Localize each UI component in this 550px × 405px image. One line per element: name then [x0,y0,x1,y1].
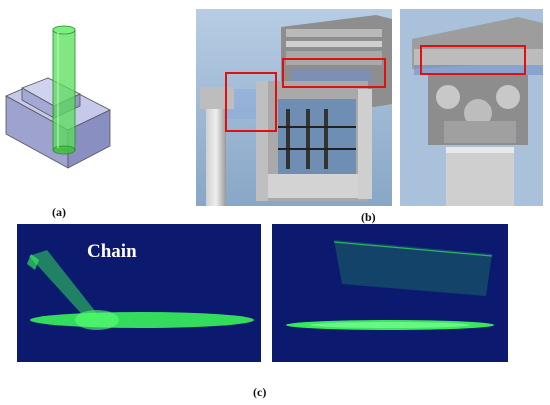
capital-scan-illustration [400,9,543,206]
panel-b-facade-scan [196,9,392,206]
caption-c: (c) [253,385,267,399]
chain-point-cloud-illustration [17,224,261,362]
panel-c-right-point-cloud [272,224,508,362]
panel-a-cad-model [0,18,125,183]
cad-block-illustration [5,25,111,169]
caption-b: (b) [361,210,376,224]
chain-label: Chain [87,241,137,262]
facade-scan-illustration [196,9,392,206]
panel-b-capital-detail [400,9,543,206]
caption-a: (a) [52,205,66,219]
right-point-cloud-illustration [272,224,508,362]
panel-c-chain-point-cloud: Chain [17,224,261,362]
